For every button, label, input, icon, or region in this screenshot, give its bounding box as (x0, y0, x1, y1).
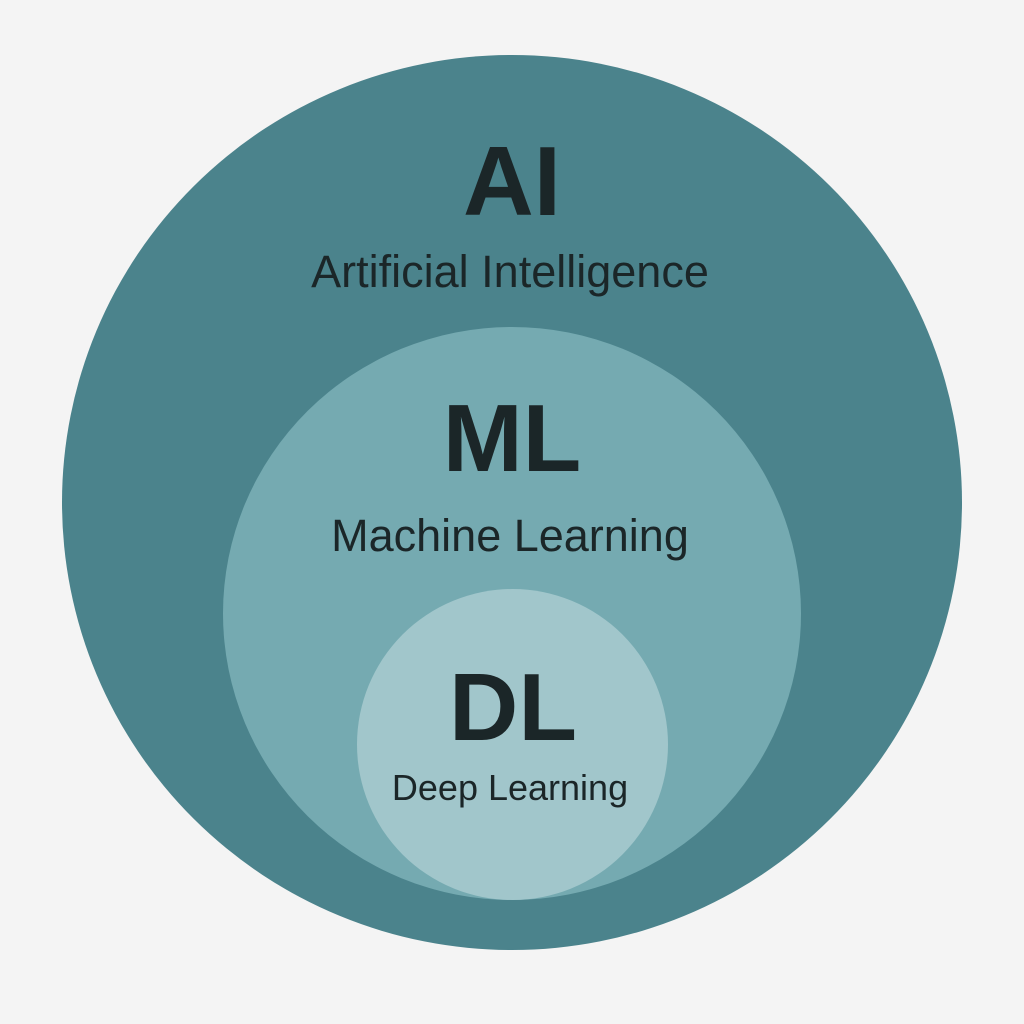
ml-abbreviation: ML (442, 385, 582, 492)
ai-abbreviation: AI (463, 126, 561, 236)
dl-circle (357, 589, 668, 900)
ai-full-name: Artificial Intelligence (311, 246, 709, 297)
dl-full-name: Deep Learning (391, 767, 629, 808)
ml-full-name: Machine Learning (331, 510, 689, 561)
dl-abbreviation: DL (449, 654, 577, 761)
